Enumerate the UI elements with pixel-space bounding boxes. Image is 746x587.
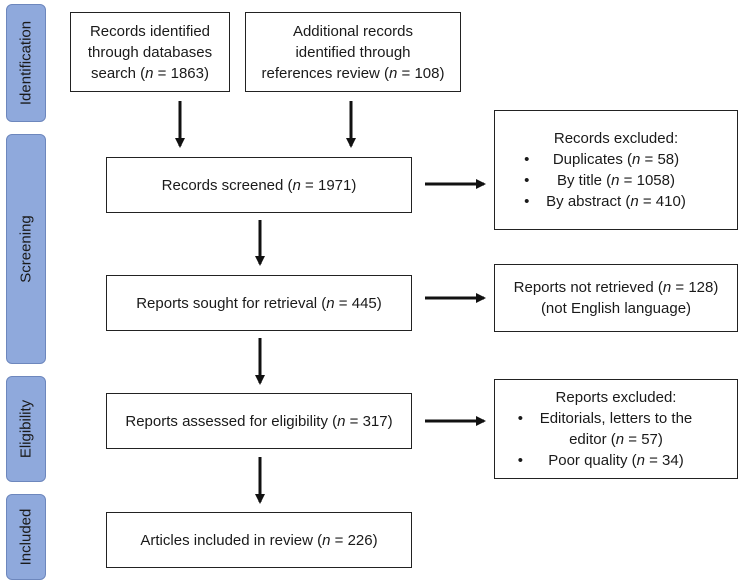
box-records-excluded: Records excluded: Duplicates (n = 58) By… bbox=[494, 110, 738, 230]
screened-n: n bbox=[292, 176, 301, 194]
stage-identification: Identification bbox=[6, 4, 46, 122]
records-excluded-title: Records excluded: bbox=[553, 130, 679, 147]
box-reports-not-retrieved: Reports not retrieved (n = 128) (not Eng… bbox=[494, 264, 738, 332]
not-retrieved-n: n bbox=[662, 279, 672, 296]
box-reference-records: Additional records identified through re… bbox=[245, 12, 461, 92]
box-reports-sought: Reports sought for retrieval (n = 445) bbox=[106, 275, 412, 331]
db-line1: Records identified bbox=[89, 22, 211, 40]
stage-included: Included bbox=[6, 494, 46, 580]
screened-prefix: Records screened ( bbox=[161, 176, 293, 194]
not-retrieved-prefix: Reports not retrieved ( bbox=[513, 279, 663, 296]
assessed-prefix: Reports assessed for eligibility ( bbox=[125, 412, 338, 430]
stage-eligibility: Eligibility bbox=[6, 376, 46, 482]
box-reports-assessed: Reports assessed for eligibility (n = 31… bbox=[106, 393, 412, 449]
included-n: n bbox=[322, 531, 331, 549]
db-n: n bbox=[145, 64, 154, 82]
ref-line3-prefix: references review ( bbox=[261, 64, 390, 82]
screened-suffix: = 1971) bbox=[300, 176, 357, 194]
excluded-item-abstract: By abstract (n = 410) bbox=[524, 191, 686, 212]
not-retrieved-suffix: = 128) bbox=[671, 279, 719, 296]
excluded-item-duplicates: Duplicates (n = 58) bbox=[524, 149, 686, 170]
stage-screening: Screening bbox=[6, 134, 46, 364]
sought-prefix: Reports sought for retrieval ( bbox=[136, 294, 327, 312]
ref-line3-suffix: = 108) bbox=[397, 64, 445, 82]
box-articles-included: Articles included in review (n = 226) bbox=[106, 512, 412, 568]
ref-line1: Additional records bbox=[292, 22, 414, 40]
ref-line2: identified through bbox=[295, 43, 411, 61]
included-suffix: = 226) bbox=[330, 531, 378, 549]
records-excluded-list: Duplicates (n = 58) By title (n = 1058) … bbox=[524, 149, 686, 212]
excluded-item-poor-quality: Poor quality (n = 34) bbox=[518, 450, 693, 471]
sought-n: n bbox=[326, 294, 335, 312]
not-retrieved-reason: (not English language) bbox=[540, 300, 692, 317]
box-database-records: Records identified through databases sea… bbox=[70, 12, 230, 92]
box-records-screened: Records screened (n = 1971) bbox=[106, 157, 412, 213]
ref-n: n bbox=[389, 64, 398, 82]
db-line2: through databases bbox=[87, 43, 213, 61]
sought-suffix: = 445) bbox=[334, 294, 382, 312]
reports-excluded-title: Reports excluded: bbox=[555, 389, 677, 406]
excluded-item-title: By title (n = 1058) bbox=[524, 170, 686, 191]
db-line3-prefix: search ( bbox=[90, 64, 146, 82]
box-reports-excluded: Reports excluded: Editorials, letters to… bbox=[494, 379, 738, 479]
db-line3-suffix: = 1863) bbox=[153, 64, 209, 82]
assessed-suffix: = 317) bbox=[345, 412, 393, 430]
included-prefix: Articles included in review ( bbox=[140, 531, 323, 549]
assessed-n: n bbox=[337, 412, 346, 430]
